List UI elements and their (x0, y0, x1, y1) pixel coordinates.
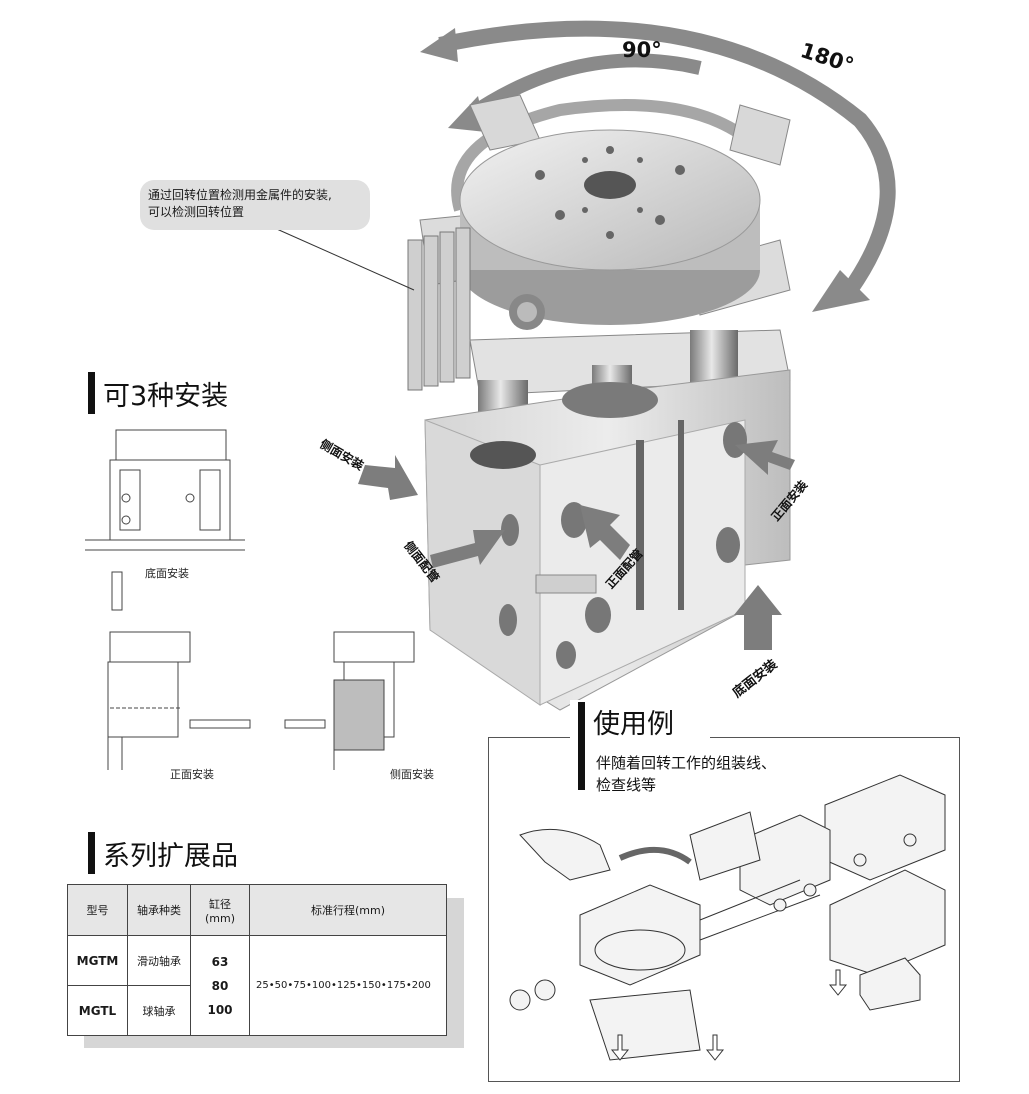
diagram-label-front: 正面安装 (170, 768, 214, 781)
usage-heading-mask (570, 700, 710, 742)
usage-section-title: 使用例 (593, 709, 674, 740)
rotation-arrowhead-180-start (420, 28, 458, 62)
arrow-front-piping (580, 505, 630, 560)
header-bore-text: 缸径 (mm) (204, 897, 235, 925)
heading-bar (88, 372, 95, 414)
rotation-ring (451, 99, 765, 212)
callout-line2: 可以检测回转位置 (148, 205, 245, 219)
mounting-section-heading: 可3种安装 (88, 372, 228, 414)
diagram-label-bottom: 底面安装 (145, 567, 189, 580)
bore-values: 63 80 100 (190, 935, 250, 1036)
row2-bearing: 球轴承 (127, 985, 191, 1036)
diagram-label-side: 侧面安装 (390, 768, 434, 781)
row1-bearing: 滑动轴承 (127, 935, 191, 986)
stroke-values: 25•50•75•100•125•150•175•200 (249, 935, 447, 1036)
rotation-arrow-180 (438, 20, 896, 295)
header-bore: 缸径 (mm) (190, 884, 250, 936)
usage-line1: 伴随着回转工作的组装线、 (596, 754, 777, 772)
diagram-bottom-mount (85, 429, 245, 611)
row2-model: MGTL (67, 985, 128, 1036)
rotation-arrow-90 (466, 53, 702, 121)
header-stroke: 标准行程(mm) (249, 884, 447, 936)
series-section-title: 系列扩展品 (103, 840, 238, 872)
bore-63: 63 (211, 954, 229, 969)
callout-leader (269, 225, 415, 291)
diagram-front-mount (107, 631, 251, 770)
arrow-side-piping (430, 530, 505, 568)
heading-bar (578, 702, 585, 790)
diagram-side-mount (284, 631, 415, 770)
callout-line1: 通过回转位置检测用金属件的安装, (148, 188, 332, 202)
arrow-front-mount (735, 440, 795, 475)
angle-90-label: 90° (622, 38, 662, 62)
usage-line2: 检查线等 (596, 776, 657, 794)
arrow-side-mount (358, 455, 418, 500)
usage-example-box (488, 737, 960, 1082)
usage-description: 伴随着回转工作的组装线、 检查线等 (596, 752, 776, 796)
heading-bar (88, 832, 95, 874)
header-bearing: 轴承种类 (127, 884, 191, 936)
series-table: 型号 轴承种类 缸径 (mm) 标准行程(mm) MGTM 滑动轴承 63 80… (67, 884, 447, 1036)
bore-80: 80 (211, 978, 229, 993)
mounting-section-title: 可3种安装 (103, 380, 229, 412)
row1-model: MGTM (67, 935, 128, 986)
bore-100: 100 (207, 1002, 233, 1017)
arrow-bottom-mount (734, 585, 782, 650)
usage-illustration (509, 774, 946, 1061)
header-model: 型号 (67, 884, 128, 936)
detection-callout: 通过回转位置检测用金属件的安装, 可以检测回转位置 (140, 180, 370, 230)
usage-section-heading: 使用例 (578, 702, 674, 790)
series-section-heading: 系列扩展品 (88, 832, 238, 874)
rotation-arrowhead-180-end (812, 270, 870, 312)
